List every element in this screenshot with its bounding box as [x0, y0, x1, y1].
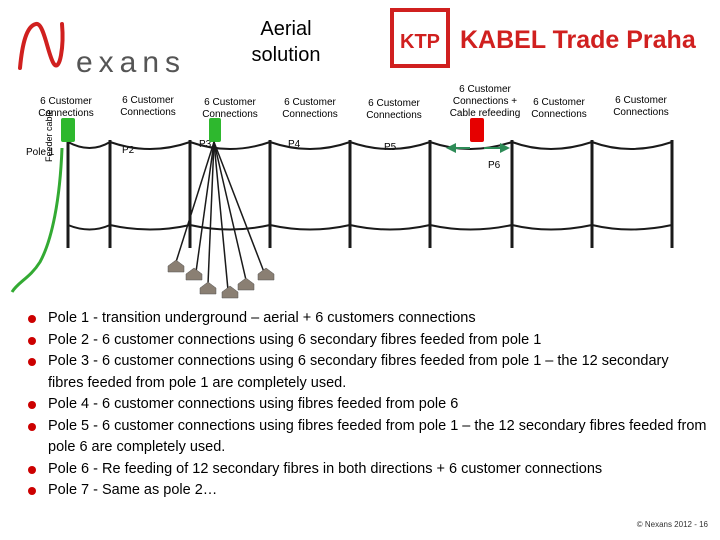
nexans-wordmark: exans [76, 46, 186, 79]
customer-label-7: 6 Customer Connections [531, 97, 587, 120]
bullet-item-2: Pole 2 - 6 customer connections using 6 … [28, 330, 708, 352]
house-icon [167, 259, 185, 273]
customer-label-1: 6 Customer Connections [38, 96, 94, 119]
house-icon [257, 267, 275, 281]
kabel-trade-praha: KABEL Trade Praha [460, 26, 697, 54]
bullet-item-7: Pole 7 - Same as pole 2… [28, 480, 708, 502]
aerial-network-diagram [10, 118, 674, 299]
customer-label-8: 6 Customer Connections [613, 95, 669, 118]
bullet-item-3: Pole 3 - 6 customer connections using 6 … [28, 351, 708, 394]
pole-label-1: Pole 1 [26, 147, 55, 158]
pole-label-6: P6 [488, 160, 501, 171]
pole-label-4: P4 [288, 139, 301, 150]
drop-cable-1 [175, 141, 215, 263]
splice-closure-pole-3 [209, 118, 221, 142]
refeed-closure-pole-6 [470, 118, 484, 142]
drop-cable-6 [213, 141, 265, 273]
customer-label-5: 6 Customer Connections [366, 98, 422, 121]
nexans-logo: exans [18, 22, 186, 79]
pole-label-2: P2 [122, 145, 135, 156]
pole-label-3: P3 [199, 139, 212, 150]
bullet-item-6: Pole 6 - Re feeding of 12 secondary fibr… [28, 459, 708, 481]
drop-cable-2 [195, 141, 215, 273]
customer-label-6: 6 Customer Connections + Cable refeeding [449, 84, 521, 119]
bullet-item-4: Pole 4 - 6 customer connections using fi… [28, 394, 708, 416]
bullet-item-1: Pole 1 - transition underground – aerial… [28, 308, 708, 330]
customer-label-3: 6 Customer Connections [202, 97, 258, 120]
house-icon [237, 277, 255, 291]
ktp-logo: KTP KABEL Trade Praha [390, 8, 697, 68]
ktp-initials: KTP [400, 31, 440, 53]
pole-label-5: P5 [384, 142, 397, 153]
ground-cable [67, 223, 673, 231]
house-icon [199, 281, 217, 295]
splice-closure-pole-1 [61, 118, 75, 142]
drop-cable-4 [213, 141, 229, 291]
pole-description-list: Pole 1 - transition underground – aerial… [28, 308, 708, 502]
drop-cable-5 [213, 141, 247, 281]
house-icon [185, 267, 203, 281]
house-icon [221, 285, 239, 299]
aerial-cable [67, 140, 673, 150]
customer-label-4: 6 Customer Connections [282, 97, 338, 120]
refeed-arrowhead-left [446, 143, 456, 153]
slide-title: Aerial solution [251, 18, 321, 66]
copyright-footer: © Nexans 2012 - 16 [636, 520, 708, 529]
customer-label-2: 6 Customer Connections [120, 95, 176, 118]
feeder-cable [10, 147, 64, 293]
refeed-arrowhead-right [500, 143, 510, 153]
bullet-item-5: Pole 5 - 6 customer connections using fi… [28, 416, 708, 459]
drop-cable-3 [207, 141, 215, 285]
